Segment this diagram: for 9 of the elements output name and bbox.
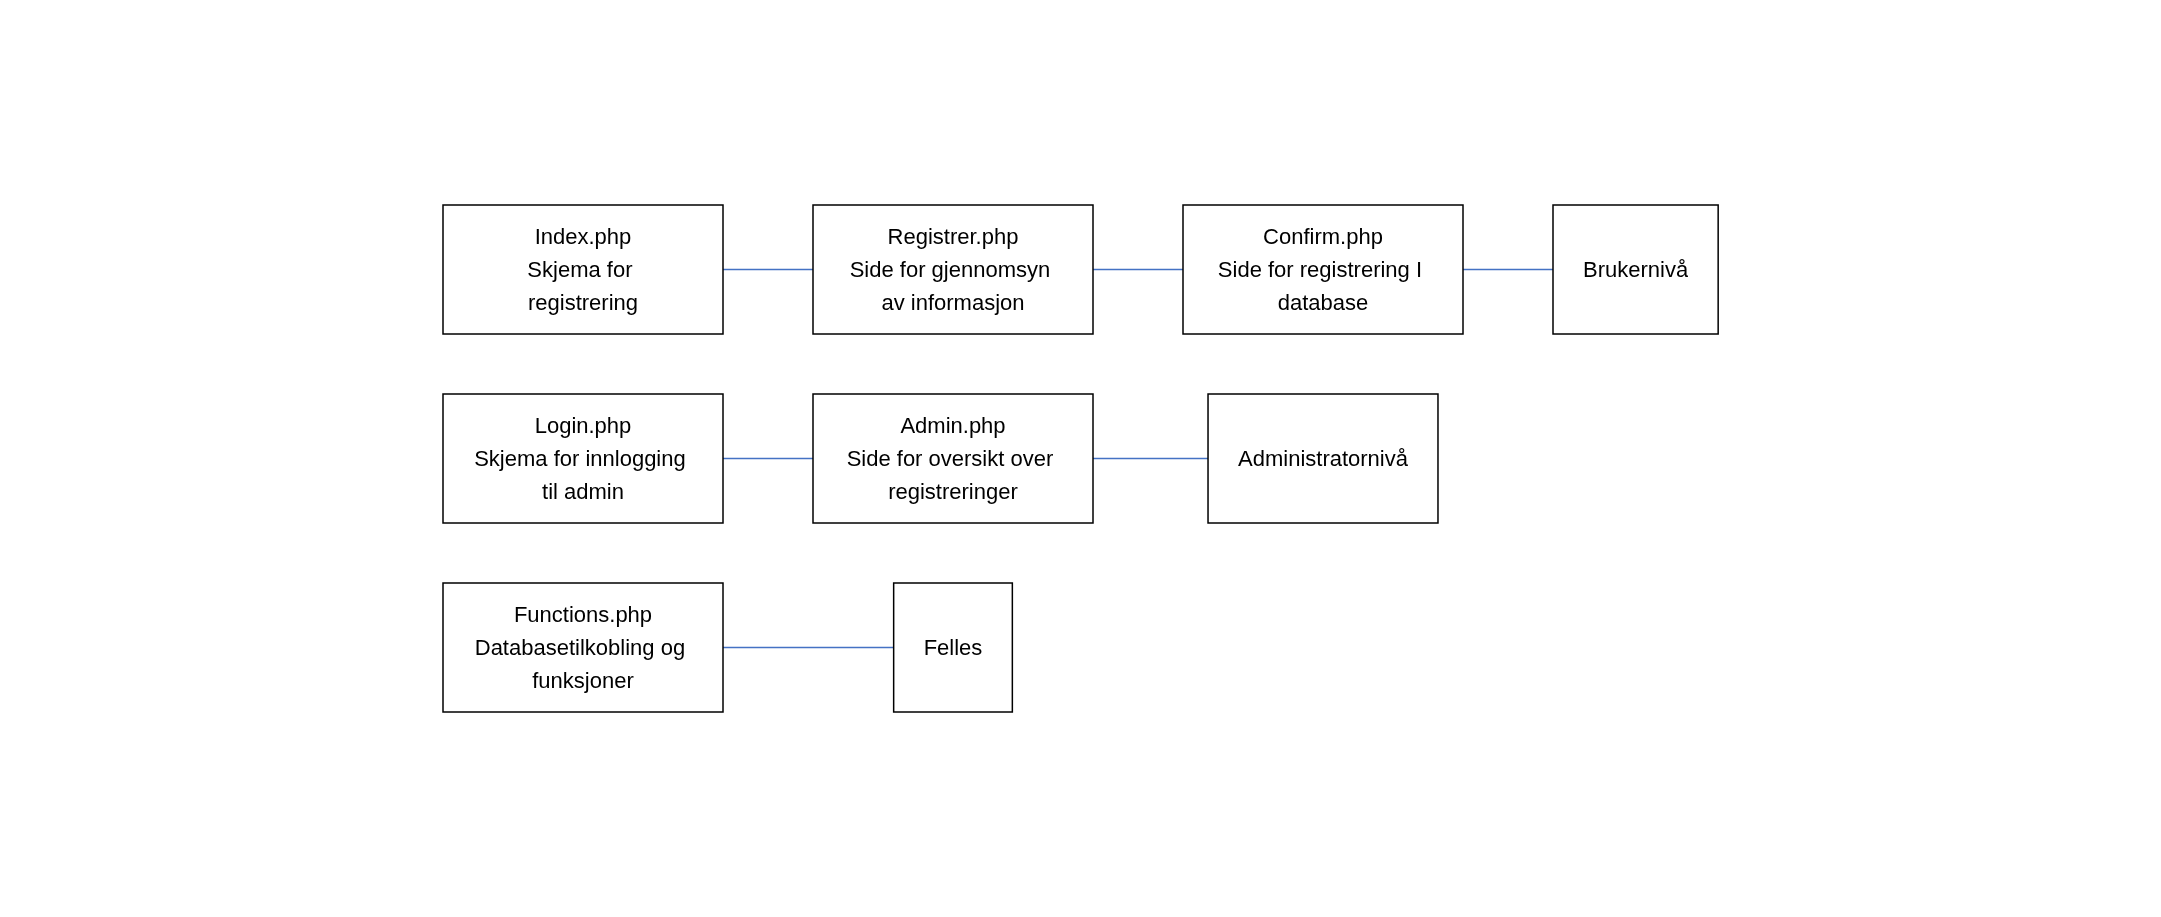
node-box: Admin.php Side for oversikt over registreringer bbox=[812, 393, 1094, 524]
node-box: Brukernivå bbox=[1552, 204, 1719, 335]
node-box: Functions.php Databasetilkobling og funksjoner bbox=[442, 582, 724, 713]
node-box: Confirm.php Side for registrering I database bbox=[1182, 204, 1464, 335]
node-box: Login.php Skjema for innlogging til admin bbox=[442, 393, 724, 524]
node-box: Registrer.php Side for gjennomsyn av informasjon bbox=[812, 204, 1094, 335]
node-box: Felles bbox=[892, 582, 1013, 713]
node-box: Administratornivå bbox=[1207, 393, 1439, 524]
node-box: Index.php Skjema for registrering bbox=[442, 204, 724, 335]
